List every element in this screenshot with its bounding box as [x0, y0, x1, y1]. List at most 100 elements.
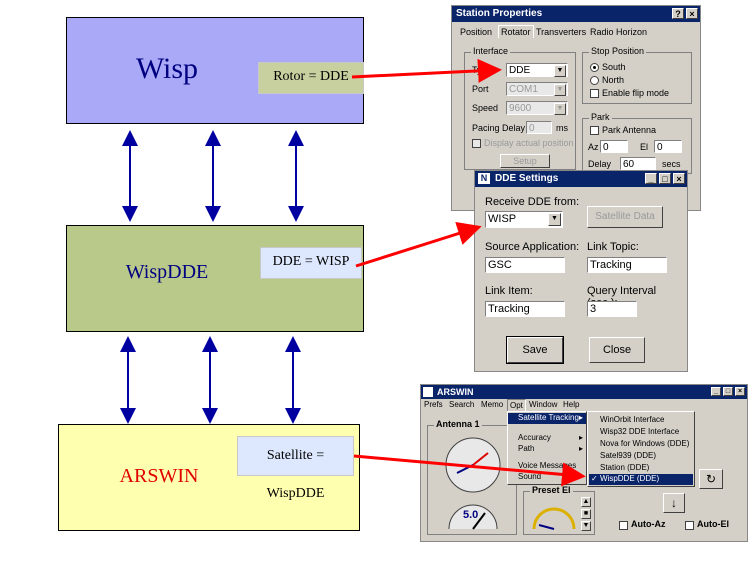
blue-arrows-bottom — [120, 336, 301, 424]
speed-label: Speed — [472, 103, 499, 113]
setup-button[interactable]: Setup — [500, 154, 550, 168]
app-icon: N — [478, 173, 490, 184]
chevron-down-icon: ▼ — [554, 103, 566, 115]
display-actual-checkbox[interactable] — [472, 139, 481, 148]
park-group-title: Park — [589, 112, 612, 122]
menu-memo[interactable]: Memo — [481, 400, 504, 409]
preset-el-needle — [538, 524, 555, 530]
preset-up-button[interactable]: ▲ — [581, 497, 591, 507]
menu-search[interactable]: Search — [449, 400, 475, 409]
blue-arrows-top — [122, 130, 304, 222]
auto-az-label: Auto-Az — [631, 519, 666, 529]
submenu-station[interactable]: Station (DDE) — [600, 463, 649, 472]
app-icon — [423, 387, 433, 397]
preset-set-button[interactable]: ■ — [581, 509, 591, 519]
submenu-wispdde[interactable]: ✓ WispDDE (DDE) — [589, 474, 693, 485]
port-select[interactable]: COM1▼ — [506, 82, 568, 96]
pacing-label: Pacing Delay — [472, 123, 526, 133]
dde-settings-window: N DDE Settings _ □ × Receive DDE from: W… — [474, 170, 688, 372]
delay-input[interactable]: 60 — [620, 157, 656, 170]
pacing-input[interactable]: 0 — [526, 121, 552, 134]
submenu-wisp32[interactable]: Wisp32 DDE Interface — [600, 427, 679, 436]
chevron-right-icon: ▸ — [578, 413, 583, 422]
minimize-button[interactable]: _ — [645, 173, 657, 184]
auto-az-checkbox[interactable] — [619, 521, 628, 530]
menu-satellite-tracking[interactable]: Satellite Tracking ▸ — [508, 413, 586, 424]
checkmark-icon: ✓ — [591, 474, 598, 483]
menu-accuracy[interactable]: Accuracy — [518, 433, 551, 442]
wispdde-dde-label: DDE = WISP — [260, 247, 362, 279]
interval-input[interactable]: 3 — [587, 301, 637, 317]
maximize-button[interactable]: □ — [723, 387, 733, 396]
tab-position[interactable]: Position — [460, 27, 493, 37]
topic-label: Link Topic: — [587, 241, 639, 253]
chevron-down-icon: ▼ — [554, 65, 566, 77]
elevation-needle — [472, 512, 486, 530]
az-input[interactable]: 0 — [600, 140, 628, 153]
maximize-button[interactable]: □ — [659, 173, 671, 184]
display-actual-label: Display actual position — [484, 138, 574, 148]
wispdde-option-label: WispDDE (DDE) — [600, 474, 660, 483]
menu-voice-messages[interactable]: Voice Messages — [518, 461, 576, 470]
minimize-button[interactable]: _ — [711, 387, 721, 396]
flip-mode-label: Enable flip mode — [602, 88, 670, 98]
item-label: Link Item: — [485, 285, 533, 297]
delay-unit: secs — [662, 159, 681, 169]
receive-select[interactable]: WISP▼ — [485, 211, 563, 228]
tab-radio-horizon[interactable]: Radio Horizon — [590, 27, 648, 37]
menu-path[interactable]: Path — [518, 444, 534, 453]
flip-mode-checkbox[interactable] — [590, 89, 599, 98]
source-input[interactable]: GSC — [485, 257, 565, 273]
delay-label: Delay — [588, 159, 612, 169]
close-button[interactable]: × — [686, 8, 698, 19]
arswin-window: ARSWIN _ □ × Prefs Search Memo Opt Windo… — [420, 384, 748, 542]
radio-dot — [593, 66, 596, 69]
close-button[interactable]: × — [673, 173, 685, 184]
type-label: Type — [472, 65, 492, 75]
tab-transverters[interactable]: Transverters — [536, 27, 587, 37]
el-label: El — [640, 142, 649, 152]
chevron-right-icon: ▸ — [578, 433, 583, 442]
el-input[interactable]: 0 — [654, 140, 682, 153]
help-button[interactable]: ? — [672, 8, 684, 19]
preset-down-button[interactable]: ▼ — [581, 521, 591, 531]
south-radio[interactable] — [590, 63, 599, 72]
chevron-down-icon: ▼ — [554, 84, 566, 96]
speed-select[interactable]: 9600▼ — [506, 101, 568, 115]
close-button[interactable]: × — [735, 387, 745, 396]
station-title: Station Properties — [456, 8, 543, 19]
elevation-arc — [448, 504, 498, 530]
menu-prefs[interactable]: Prefs — [424, 400, 443, 409]
down-arrow-button[interactable]: ↓ — [663, 493, 685, 513]
south-label: South — [602, 62, 626, 72]
wisp-rotor-label: Rotor = DDE — [258, 62, 364, 94]
north-radio[interactable] — [590, 76, 599, 85]
menu-sound[interactable]: Sound — [518, 472, 541, 481]
voice-messages-label: Voice Messages — [518, 461, 577, 470]
menu-window[interactable]: Window — [529, 400, 558, 409]
satellite-tracking-label: Satellite Tracking — [518, 413, 579, 422]
pacing-unit: ms — [556, 123, 568, 133]
topic-input[interactable]: Tracking — [587, 257, 667, 273]
opt-menu: Satellite Tracking ▸ Accuracy ▸ Path ▸ V… — [507, 411, 587, 485]
dde-title: DDE Settings — [495, 173, 559, 184]
submenu-winorbit[interactable]: WinOrbit Interface — [600, 415, 664, 424]
submenu-satel939[interactable]: Satel939 (DDE) — [600, 451, 656, 460]
tab-rotator[interactable]: Rotator — [498, 25, 534, 38]
port-label: Port — [472, 84, 489, 94]
menu-help[interactable]: Help — [563, 400, 580, 409]
rotate-button[interactable]: ↻ — [699, 469, 723, 489]
save-button[interactable]: Save — [506, 336, 564, 364]
auto-el-checkbox[interactable] — [685, 521, 694, 530]
park-antenna-label: Park Antenna — [602, 125, 657, 135]
item-input[interactable]: Tracking — [485, 301, 565, 317]
park-antenna-checkbox[interactable] — [590, 126, 599, 135]
submenu-nova[interactable]: Nova for Windows (DDE) — [600, 439, 689, 448]
close-button[interactable]: Close — [589, 337, 645, 363]
interface-group: Interface — [464, 46, 576, 170]
type-select[interactable]: DDE▼ — [506, 63, 568, 77]
wispdde-title: WispDDE — [125, 261, 209, 283]
antenna-title: Antenna 1 — [434, 419, 482, 429]
interface-group-title: Interface — [471, 46, 511, 56]
satellite-data-button[interactable]: Satellite Data — [587, 206, 663, 228]
